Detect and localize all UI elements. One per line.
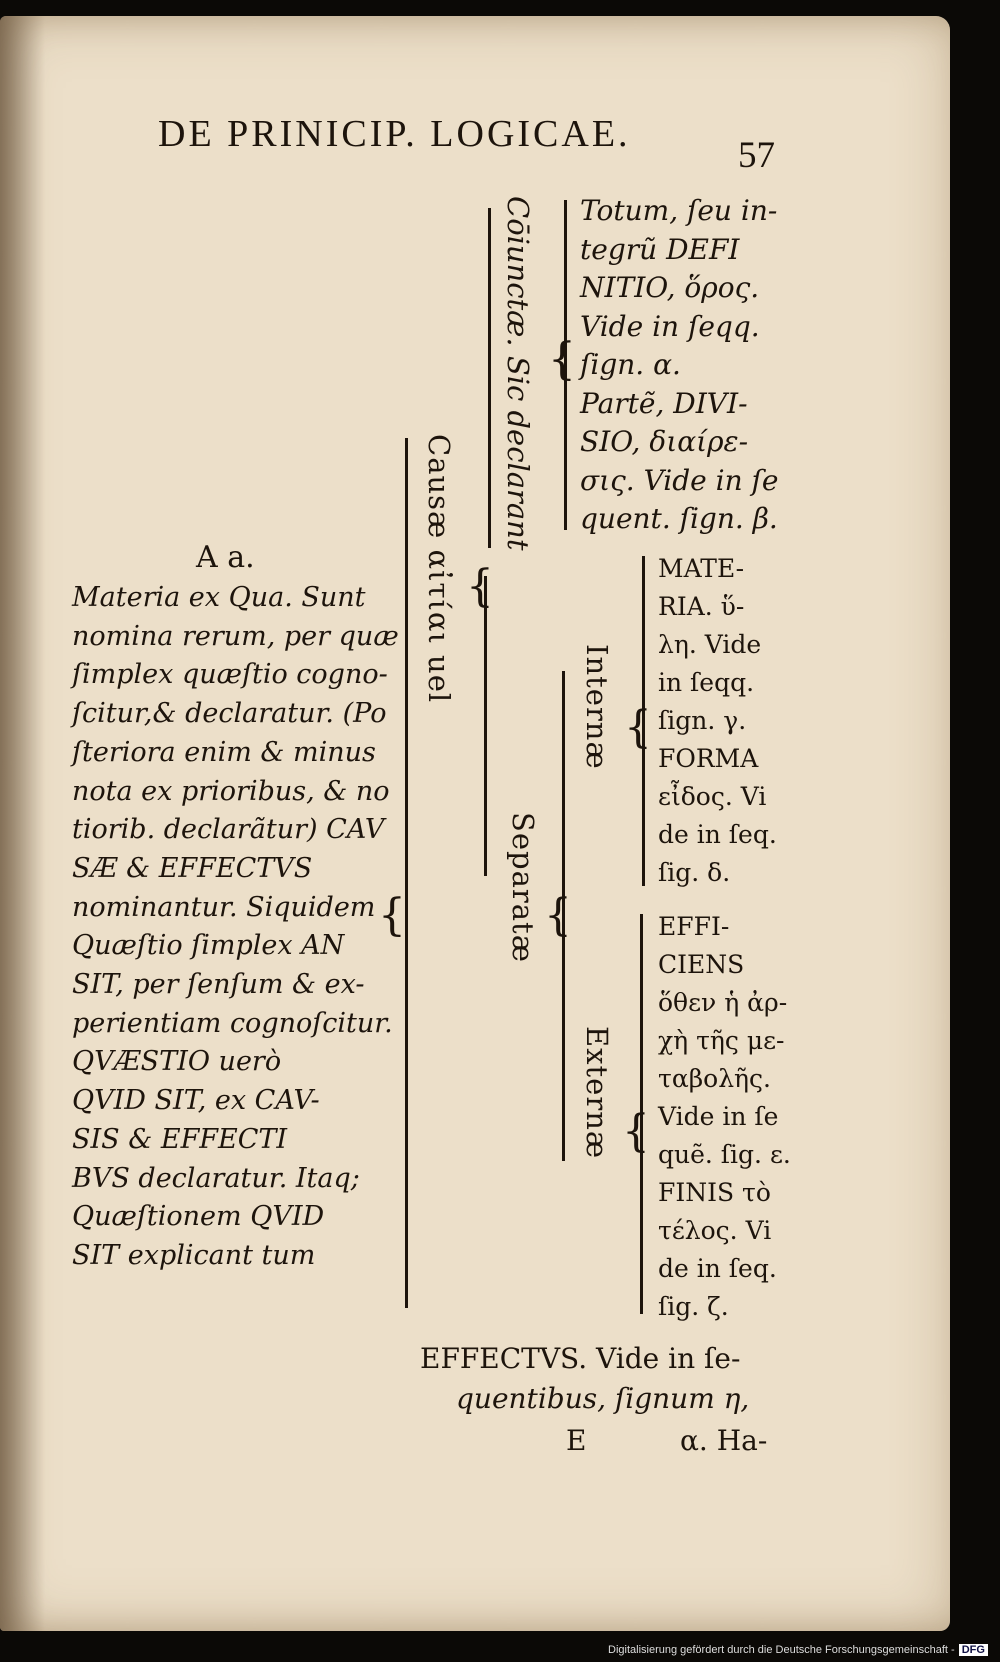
bottom-quentibus: quentibus, ſignum η, bbox=[456, 1382, 750, 1415]
branch-internae-line: λη. Vide bbox=[658, 630, 762, 659]
left-text-line: SIT explicant tum bbox=[72, 1239, 316, 1271]
branch-externae-line: ὅθεν ἡ ἀρ- bbox=[658, 988, 788, 1017]
bracket-internae-externae bbox=[562, 671, 565, 1161]
branch-top-line: SIO, διαίρε- bbox=[580, 425, 749, 458]
gutter-shadow bbox=[0, 16, 45, 1631]
page-number: 57 bbox=[738, 135, 775, 176]
running-head: DE PRINICIP. LOGICAE. bbox=[158, 113, 631, 155]
branch-internae-line: FORMA bbox=[658, 744, 759, 773]
bracket-coiunctae bbox=[488, 208, 491, 548]
left-text-line: nomina rerum, per quæ bbox=[72, 620, 399, 652]
left-text-line: Quæſtio ſimplex AN bbox=[72, 930, 345, 962]
bracket-separatae bbox=[484, 576, 487, 876]
brace-point-internae: { bbox=[624, 702, 652, 753]
branch-externae-line: FINIS τὸ bbox=[658, 1178, 771, 1207]
left-siglum: A a. bbox=[196, 540, 255, 575]
branch-externae-line: de in ſeq. bbox=[658, 1254, 777, 1283]
brace-point-externae: { bbox=[622, 1106, 650, 1157]
branch-externae-line: EFFI- bbox=[658, 912, 730, 941]
left-text-line: ſimplex quæſtio cogno- bbox=[72, 659, 388, 691]
label-coiunctae: Cōiunctæ. Sic declarant bbox=[501, 196, 535, 551]
left-text-line: nominantur. Siquidem bbox=[72, 891, 376, 923]
branch-internae-line: ſign. γ. bbox=[658, 706, 747, 735]
brace-point-top: { bbox=[548, 334, 576, 385]
branch-externae-line: τέλος. Vi bbox=[658, 1216, 772, 1245]
left-text-line: perientiam cognoſcitur. bbox=[72, 1007, 393, 1039]
branch-externae-line: quẽ. ſig. ε. bbox=[658, 1140, 791, 1169]
bracket-internae-branch bbox=[642, 556, 645, 886]
catchword: α. Ha- bbox=[680, 1424, 768, 1457]
left-text-line: Quæſtionem QVID bbox=[72, 1201, 325, 1233]
digitization-credit: Digitalisierung gefördert durch die Deut… bbox=[608, 1644, 988, 1656]
left-text-line: SÆ & EFFECTVS bbox=[72, 852, 313, 884]
branch-internae-line: MATE- bbox=[658, 554, 745, 583]
branch-top-line: NITIO, ὅρος. bbox=[580, 271, 760, 304]
branch-internae-line: εἶδος. Vi bbox=[658, 782, 767, 811]
label-separatae: Separatæ bbox=[506, 812, 540, 963]
brace-point-causae: { bbox=[466, 561, 494, 612]
brace-point-main: { bbox=[378, 890, 406, 941]
bracket-top-branch bbox=[564, 200, 567, 530]
label-externae: Externæ bbox=[580, 1026, 614, 1160]
branch-top-line: ſign. α. bbox=[580, 348, 681, 381]
branch-internae-line: ſig. δ. bbox=[658, 858, 731, 887]
signature-mark: E bbox=[566, 1424, 587, 1457]
left-text-line: SIT, per ſenſum & ex- bbox=[72, 969, 365, 1000]
left-text-line: SIS & EFFECTI bbox=[72, 1123, 288, 1155]
branch-top-line: tegrũ DEFI bbox=[580, 232, 740, 266]
left-text-line: tiorib. declarãtur) CAV bbox=[72, 814, 385, 846]
bracket-externae-branch bbox=[640, 914, 643, 1314]
branch-top-line: quent. ſign. β. bbox=[580, 502, 778, 535]
left-text-line: nota ex prioribus, & no bbox=[72, 775, 390, 807]
branch-externae-line: ταβολῆς. bbox=[658, 1064, 771, 1093]
branch-internae-line: de in ſeq. bbox=[658, 820, 777, 849]
branch-internae-line: RIA. ὕ- bbox=[658, 592, 745, 621]
dfg-logo: DFG bbox=[958, 1644, 988, 1656]
branch-top-line: σις. Vide in ſe bbox=[580, 463, 779, 497]
branch-internae-line: in ſeqq. bbox=[658, 668, 755, 697]
branch-top-line: Totum, ſeu in- bbox=[580, 194, 778, 227]
left-text-line: BVS declaratur. Itaq; bbox=[72, 1162, 360, 1194]
left-text-line: QVID SIT, ex CAV- bbox=[72, 1085, 320, 1117]
branch-externae-line: χὴ τῆς με- bbox=[658, 1026, 785, 1055]
branch-externae-line: Vide in ſe bbox=[658, 1102, 779, 1131]
branch-top-line: Partẽ, DIVI- bbox=[580, 386, 748, 420]
branch-externae-line: CIENS bbox=[658, 950, 745, 979]
left-text-line: ſcitur,& declaratur. (Po bbox=[72, 698, 387, 730]
branch-externae-line: ſig. ζ. bbox=[658, 1292, 729, 1321]
bottom-effectus: EFFECTVS. Vide in ſe- bbox=[420, 1342, 741, 1375]
label-causae: Causæ αἰτίαι uel bbox=[422, 434, 456, 704]
credit-text: Digitalisierung gefördert durch die Deut… bbox=[608, 1644, 955, 1656]
branch-top-line: Vide in ſeqq. bbox=[580, 309, 760, 343]
brace-point-separatae: { bbox=[544, 890, 572, 941]
book-page: DE PRINICIP. LOGICAE. 57 Cōiunctæ. Sic d… bbox=[0, 16, 950, 1631]
label-internae: Internæ bbox=[580, 644, 614, 770]
left-text-line: Materia ex Qua. Sunt bbox=[72, 582, 366, 613]
bracket-causae bbox=[405, 438, 408, 1308]
left-text-line: ſteriora enim & minus bbox=[72, 736, 376, 768]
left-text-line: QVÆSTIO uerò bbox=[72, 1046, 282, 1078]
